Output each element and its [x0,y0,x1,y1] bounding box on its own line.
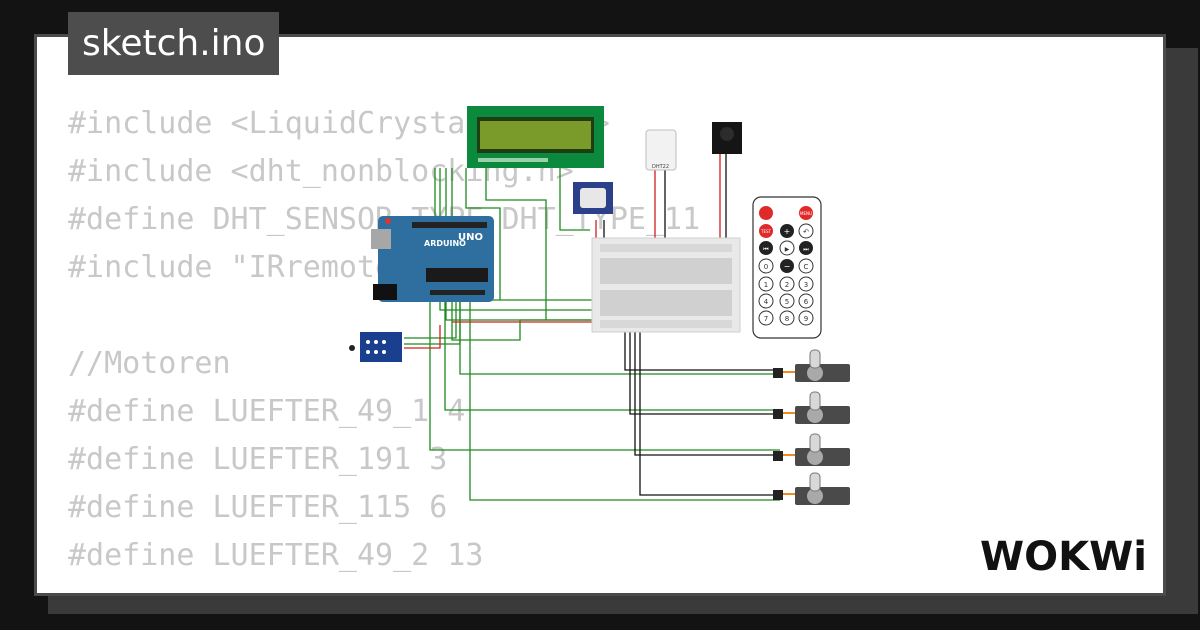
pir-module[interactable] [573,182,613,214]
digit-7-label: 7 [764,315,768,323]
digit-1-label: 1 [764,281,768,289]
ir-remote[interactable]: MENU TEST + ↶ ⏮ ▶ ⏭ 0 − C 1 2 3 4 5 6 7 … [752,196,822,339]
board-brand: ARDUINO [424,239,466,248]
sensor-module[interactable] [349,332,402,362]
code-line: #define LUEFTER_49_2 13 [68,538,484,573]
plus-button-label: + [784,227,791,236]
digit-2-label: 2 [785,281,789,289]
code-line: #define LUEFTER_49_1 4 [68,394,466,429]
servo-motor-3[interactable] [773,433,850,466]
servo-motor-1[interactable] [773,349,850,382]
wokwi-logo-text: WOKWi [980,534,1147,580]
arduino-uno-board[interactable]: ARDUINO UNO [371,216,494,302]
dht-label: DHT22 [652,164,669,170]
code-line: #include <dht_nonblocking.h> [68,154,574,189]
digit-4-label: 4 [764,298,769,306]
digit-8-label: 8 [785,315,789,323]
back-button-label: ↶ [803,228,809,236]
breadboard[interactable] [591,237,741,333]
clear-button-label: C [804,263,809,271]
test-button-label: TEST [760,229,772,234]
servo-motor-2[interactable] [773,391,850,424]
code-line: //Motoren [68,346,231,381]
project-filename: sketch.ino [68,12,280,75]
digit-6-label: 6 [804,298,809,306]
code-line: #define LUEFTER_191 3 [68,442,448,477]
wokwi-logo: WOKWi [980,534,1147,580]
digit-5-label: 5 [785,298,789,306]
next-button-label: ⏭ [803,246,809,253]
code-line: #define LUEFTER_115 6 [68,490,448,525]
lcd-display[interactable] [467,106,604,168]
digit-3-label: 3 [804,281,808,289]
servo-motor-4[interactable] [773,472,850,505]
board-model: UNO [458,232,483,243]
play-button-label: ▶ [785,246,790,253]
digit-9-label: 9 [804,315,808,323]
zero-button-label: 0 [764,263,768,271]
menu-button-label: MENU [800,211,812,216]
prev-button-label: ⏮ [763,246,769,253]
minus-button-label: − [784,262,791,271]
dht22-sensor[interactable]: DHT22 [645,129,677,171]
ir-receiver[interactable] [712,122,742,154]
